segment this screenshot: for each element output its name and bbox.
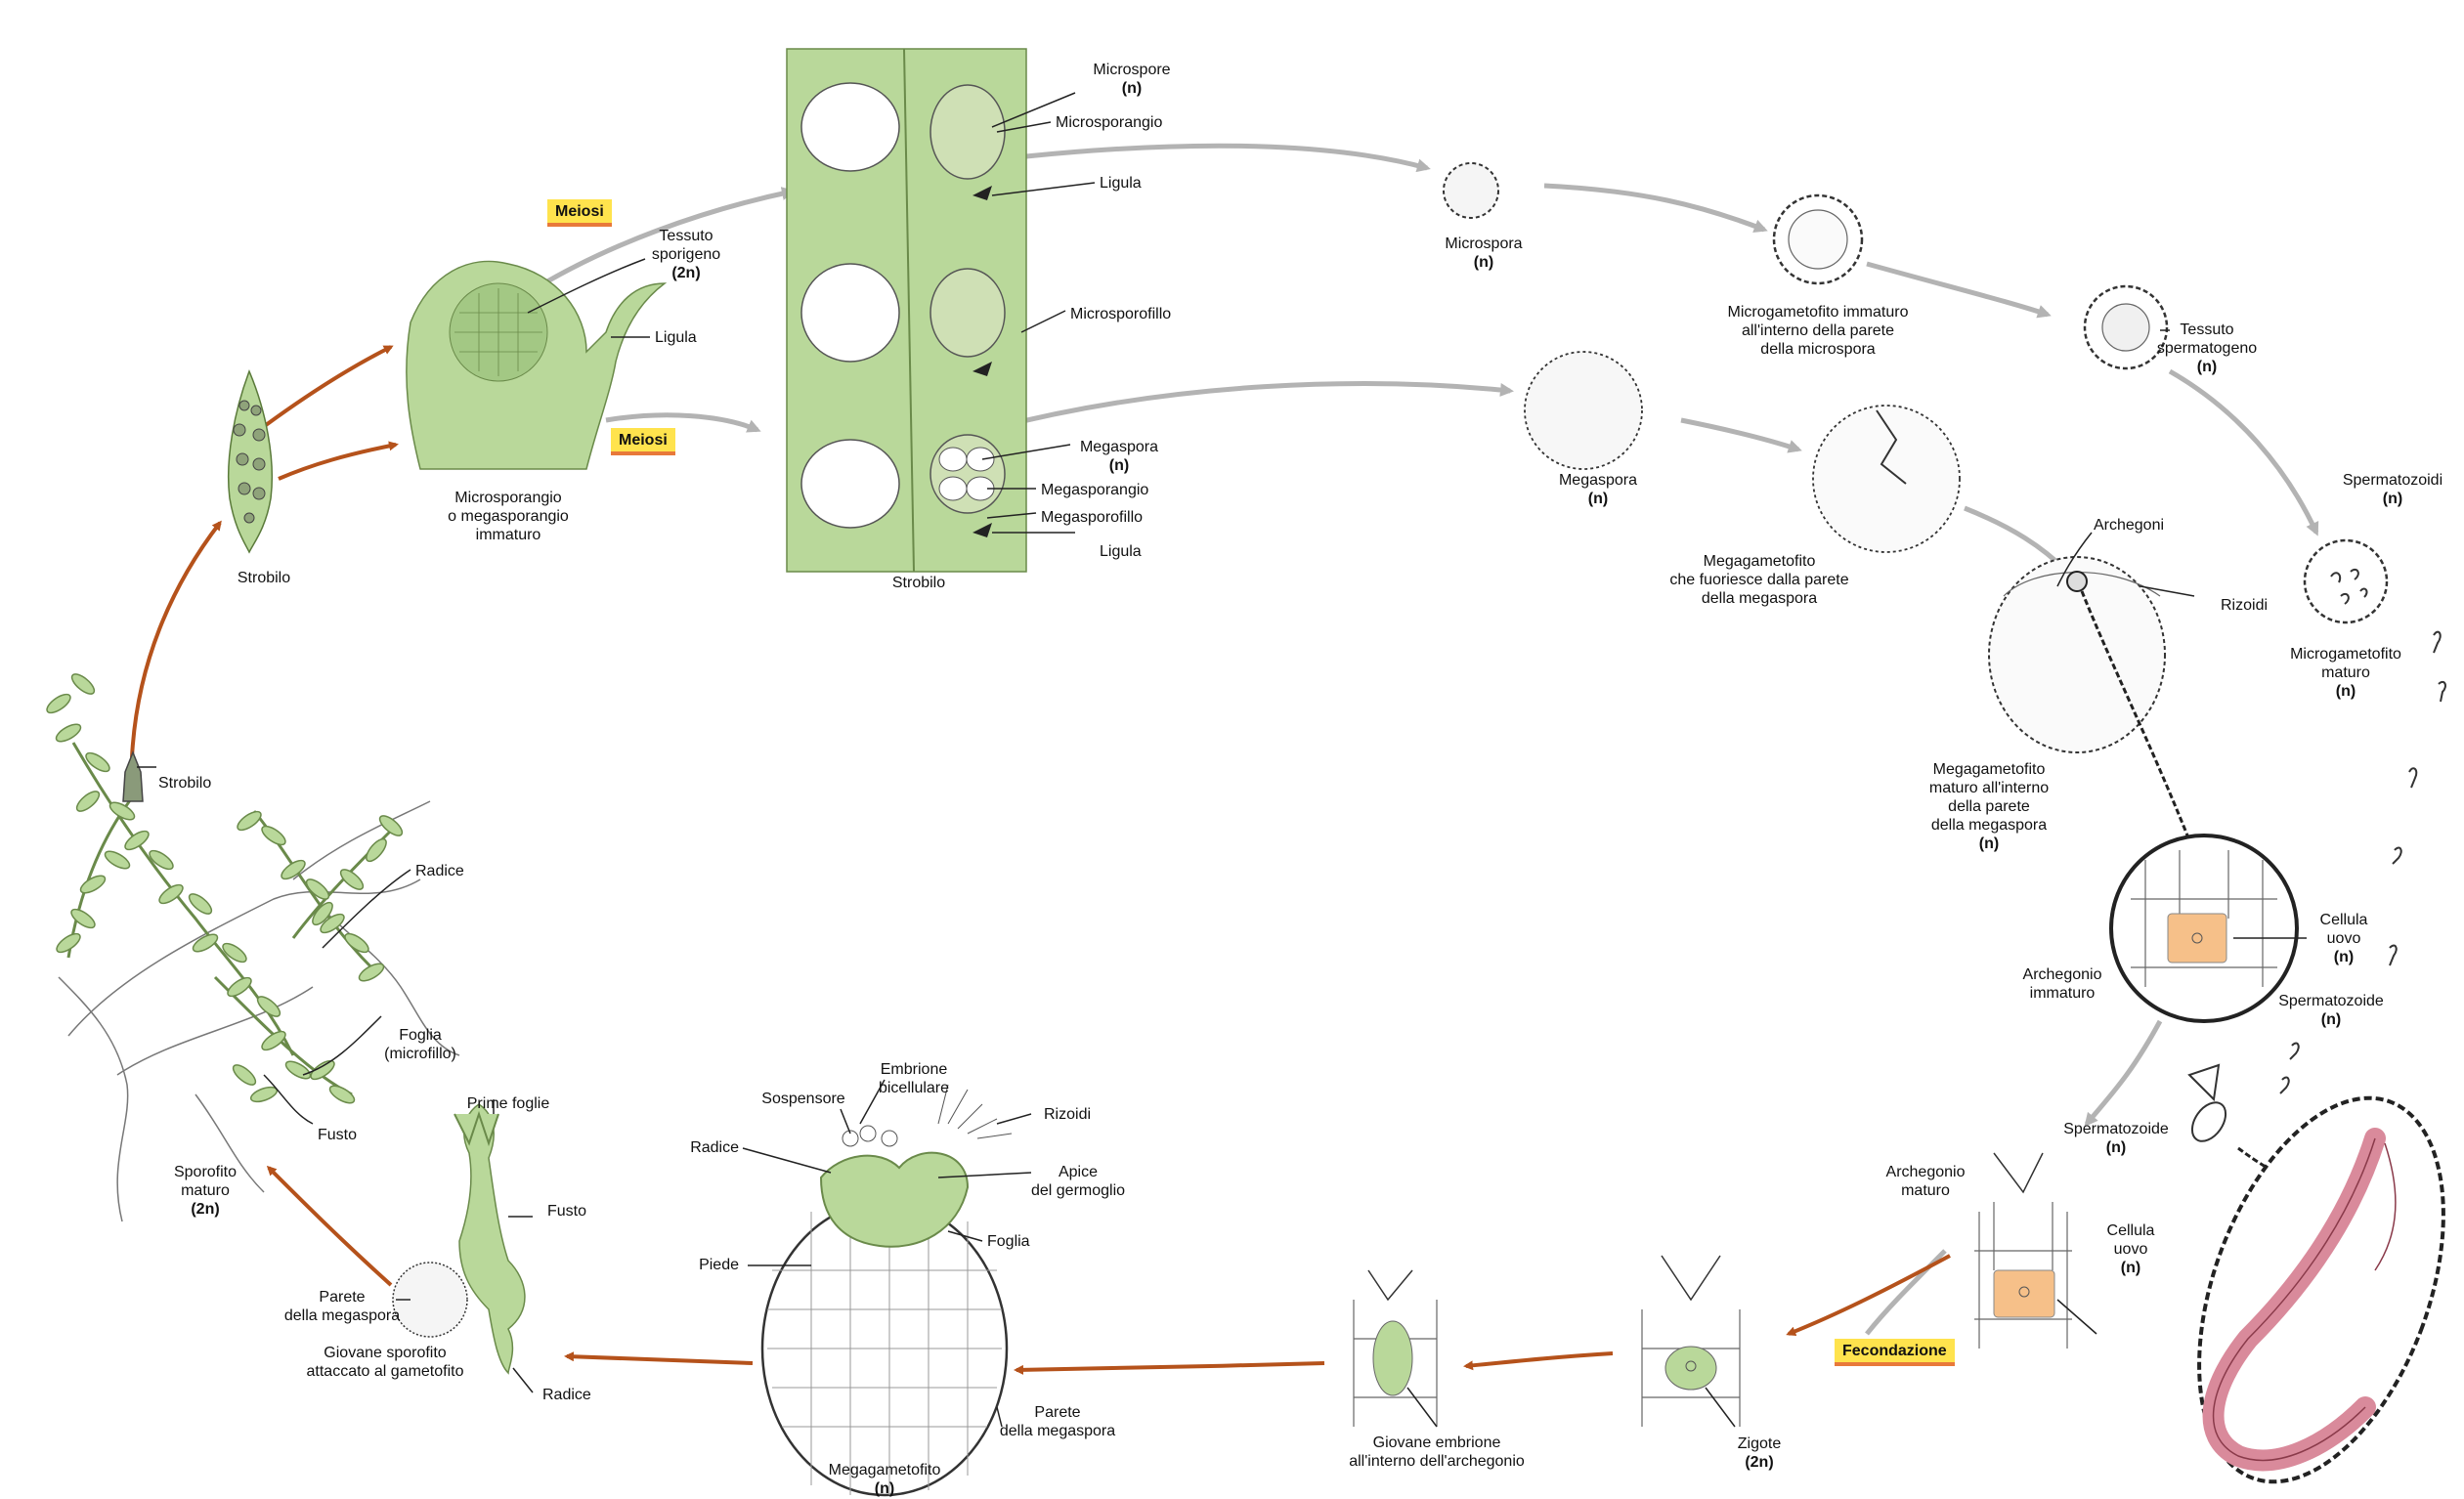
- spermatozoidi-label: Spermatozoidi(n): [2342, 472, 2443, 507]
- meiosi-tag-2: Meiosi: [611, 428, 675, 455]
- giovane-embrione-cell: [1353, 1269, 1438, 1427]
- arrow-to-tessuto: [1866, 261, 2052, 319]
- strobilo-small-label: Strobilo: [237, 570, 291, 586]
- arrow-embrione-to-megagametofito: [1014, 1361, 1325, 1375]
- arrow-megagametofito-to-giovane: [564, 1351, 754, 1365]
- ligula-left-label: Ligula: [655, 329, 697, 346]
- mature-sporophyte: [46, 673, 460, 1222]
- zigote-label: Zigote(2n): [1737, 1435, 1782, 1471]
- fecondazione-tag: Fecondazione: [1835, 1339, 1955, 1366]
- microgametofito-immaturo-cell: [1772, 193, 1864, 285]
- arrow-strobilo-to-micro: [264, 345, 394, 427]
- spermatozoide-1-label: Spermatozoide(n): [2278, 993, 2384, 1028]
- zigote-cell: [1641, 1255, 1741, 1427]
- microspora-label: Microspora(n): [1445, 236, 1523, 271]
- megagametofito-fuoriesce-cell: [1812, 405, 1961, 553]
- prime-foglie-label: Prime foglie: [466, 1095, 550, 1112]
- sospensore-label: Sospensore: [761, 1091, 845, 1107]
- free-spermatozoids: [2279, 630, 2446, 1094]
- arrow-to-microgametofito: [1543, 183, 1768, 233]
- rizoidi-right-label: Rizoidi: [2221, 597, 2269, 614]
- arrow-to-spermatozoidi: [2168, 368, 2319, 536]
- megagametofito-maturo-cell: [1988, 556, 2166, 753]
- arrow-to-archegonio-maturo: [2084, 1019, 2163, 1128]
- tessuto-spermatogeno-cell: [2083, 284, 2169, 370]
- arrow-meiosi-megasporangium: [605, 412, 761, 433]
- arrow-giovane-to-sporofito: [266, 1165, 393, 1287]
- spermatozoide-2-label: Spermatozoide(n): [2063, 1121, 2169, 1156]
- radice-plant-label: Radice: [415, 863, 464, 879]
- ligula-bottom-label: Ligula: [1100, 543, 1142, 560]
- megasporangio-label: Megasporangio: [1041, 482, 1149, 498]
- microsporofillo-label: Microsporofillo: [1070, 306, 1172, 322]
- small-strobilo: [227, 368, 274, 554]
- strobilo-plant-label: Strobilo: [158, 775, 212, 792]
- arrow-meiosi-microsporangium: [526, 187, 796, 296]
- strobilo-section-label: Strobilo: [891, 575, 946, 591]
- radice-embryo-label: Radice: [690, 1139, 739, 1156]
- ligula-top-label: Ligula: [1100, 175, 1142, 192]
- megagametofito-label: Megagametofito(n): [828, 1462, 941, 1497]
- meiosi-tag-1: Meiosi: [547, 199, 612, 227]
- plant-strobilo: [122, 750, 144, 802]
- fusto-plant-label: Fusto: [318, 1127, 358, 1143]
- rizoidi-bottom-label: Rizoidi: [1044, 1106, 1092, 1123]
- megasporangium-section: [929, 434, 1006, 514]
- archegonio-immaturo-zoom: [2080, 590, 2299, 1023]
- arrow-fecondazione: [1786, 1254, 1951, 1337]
- microsporangio-label: Microsporangio: [1056, 114, 1163, 131]
- giovane-sporofito: [392, 1103, 526, 1375]
- megaspora-strob-label: Megaspora(n): [1079, 439, 1159, 474]
- orange-arrows: [130, 345, 1951, 1375]
- arrow-to-megagametofito: [1680, 417, 1802, 453]
- piede-label: Piede: [699, 1257, 739, 1273]
- immature-sporangium: [406, 260, 668, 470]
- leader-lines: [137, 92, 2307, 1428]
- foglia-label: Foglia(microfillo): [384, 1027, 456, 1062]
- megagametofito-embryo: [760, 1084, 1013, 1497]
- radice-young-label: Radice: [542, 1387, 591, 1403]
- strobilo-section: [786, 48, 1027, 573]
- archegonio-maturo-cell: [1974, 1152, 2072, 1349]
- megaspora-cell: [1524, 351, 1643, 470]
- sperm-zoom: [2187, 1063, 2445, 1484]
- arrow-strobilo-to-mega: [278, 441, 399, 481]
- arrow-plant-to-strobilo: [130, 520, 222, 758]
- foglia-embryo-label: Foglia: [987, 1233, 1030, 1250]
- arrow-zigote-to-embrione: [1463, 1351, 1614, 1371]
- microspora-cell: [1443, 162, 1499, 219]
- archegoni-label: Archegoni: [2093, 517, 2165, 534]
- arrow-to-microspora: [1025, 143, 1431, 173]
- arrow-to-megaspora: [986, 381, 1514, 433]
- microgametofito-maturo-cell: [2303, 538, 2389, 624]
- fusto-young-label: Fusto: [547, 1203, 587, 1220]
- megasporofillo-label: Megasporofillo: [1041, 509, 1144, 526]
- megaspora-label: Megaspora(n): [1558, 472, 1638, 507]
- microspore-label: Microspore(n): [1093, 62, 1171, 97]
